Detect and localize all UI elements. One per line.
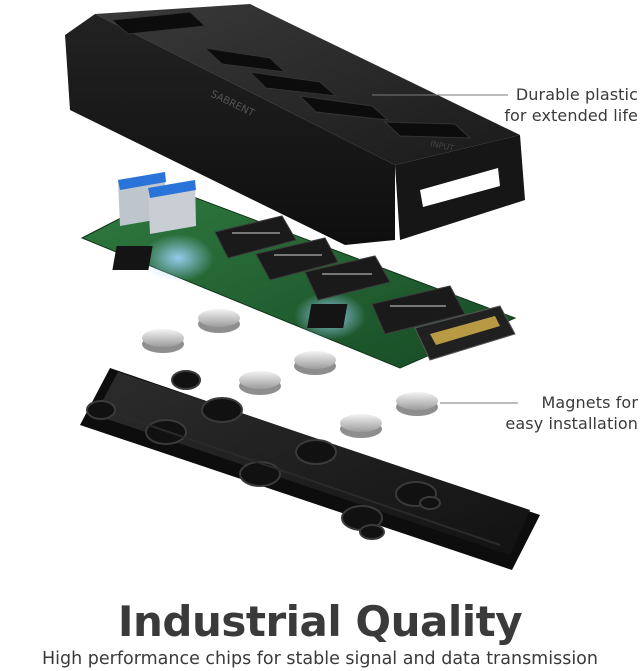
magnet [142,329,184,353]
header-connector-1 [214,215,297,259]
header-connector-2 [255,237,339,281]
magnet [239,371,281,395]
magnet [198,309,240,333]
input-port-opening [420,168,500,207]
hub-case: SABRENT INPUT [65,4,525,245]
magnet [340,414,382,438]
mounting-post [359,524,385,540]
header-connector-4 [371,285,466,335]
mounting-post [419,496,441,510]
callout-plastic-line1: Durable plastic [515,85,638,104]
mounting-post [86,400,116,420]
magnet [396,392,438,416]
circuit-board [80,172,517,369]
callout-plastic: Durable plastic for extended life [504,84,638,126]
callout-magnets-line2: easy installation [505,414,638,433]
header-connector-3 [304,255,391,301]
headline: Industrial Quality [117,597,523,646]
subheadline: High performance chips for stable signal… [41,649,598,669]
chip-1 [112,246,153,270]
callout-magnets-line1: Magnets for [541,393,638,412]
base-plate [80,368,540,570]
magnets [142,309,438,438]
chip-2 [307,304,348,328]
callout-magnets: Magnets for easy installation [505,392,638,434]
usb-port-2 [148,180,196,234]
magnet [294,351,336,375]
mounting-post [295,439,337,465]
callout-plastic-line2: for extended life [504,106,638,125]
mounting-post [171,370,201,390]
mounting-post [201,397,243,423]
mounting-post [239,461,281,487]
